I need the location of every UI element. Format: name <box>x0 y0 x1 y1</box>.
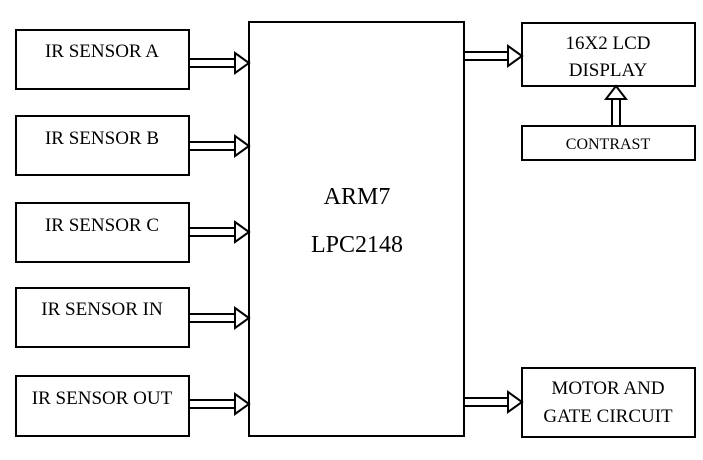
lcd-label-line2: DISPLAY <box>569 60 648 81</box>
sensor-label-b: IR SENSOR B <box>45 128 159 149</box>
sensor-block-a: IR SENSOR A <box>15 29 190 90</box>
lcd-display-block: 16X2 LCD DISPLAY <box>521 22 696 87</box>
sensor-block-c: IR SENSOR C <box>15 202 190 263</box>
arrow-sensor-a-to-controller <box>189 51 251 75</box>
sensor-label-a: IR SENSOR A <box>45 41 159 62</box>
lcd-label-line1: 16X2 LCD <box>566 33 651 54</box>
arrow-contrast-to-lcd <box>603 84 629 126</box>
arrow-sensor-in-to-controller <box>189 306 251 330</box>
arrow-sensor-c-to-controller <box>189 220 251 244</box>
arrow-controller-to-lcd <box>464 44 524 68</box>
arrow-controller-to-motor <box>464 390 524 414</box>
sensor-label-out: IR SENSOR OUT <box>32 388 173 409</box>
sensor-block-b: IR SENSOR B <box>15 115 190 176</box>
motor-gate-block: MOTOR AND GATE CIRCUIT <box>521 367 696 438</box>
controller-label-line2: LPC2148 <box>311 232 403 258</box>
contrast-label: CONTRAST <box>566 136 651 153</box>
controller-label-line1: ARM7 <box>324 184 391 210</box>
contrast-block: CONTRAST <box>521 125 696 161</box>
sensor-block-in: IR SENSOR IN <box>15 287 190 348</box>
sensor-label-c: IR SENSOR C <box>45 215 159 236</box>
sensor-label-in: IR SENSOR IN <box>41 299 163 320</box>
motor-label-line1: MOTOR AND <box>551 378 664 399</box>
motor-label-line2: GATE CIRCUIT <box>543 406 673 427</box>
arrow-sensor-b-to-controller <box>189 134 251 158</box>
arrow-sensor-out-to-controller <box>189 392 251 416</box>
controller-block: ARM7 LPC2148 <box>248 21 465 437</box>
sensor-block-out: IR SENSOR OUT <box>15 375 190 437</box>
